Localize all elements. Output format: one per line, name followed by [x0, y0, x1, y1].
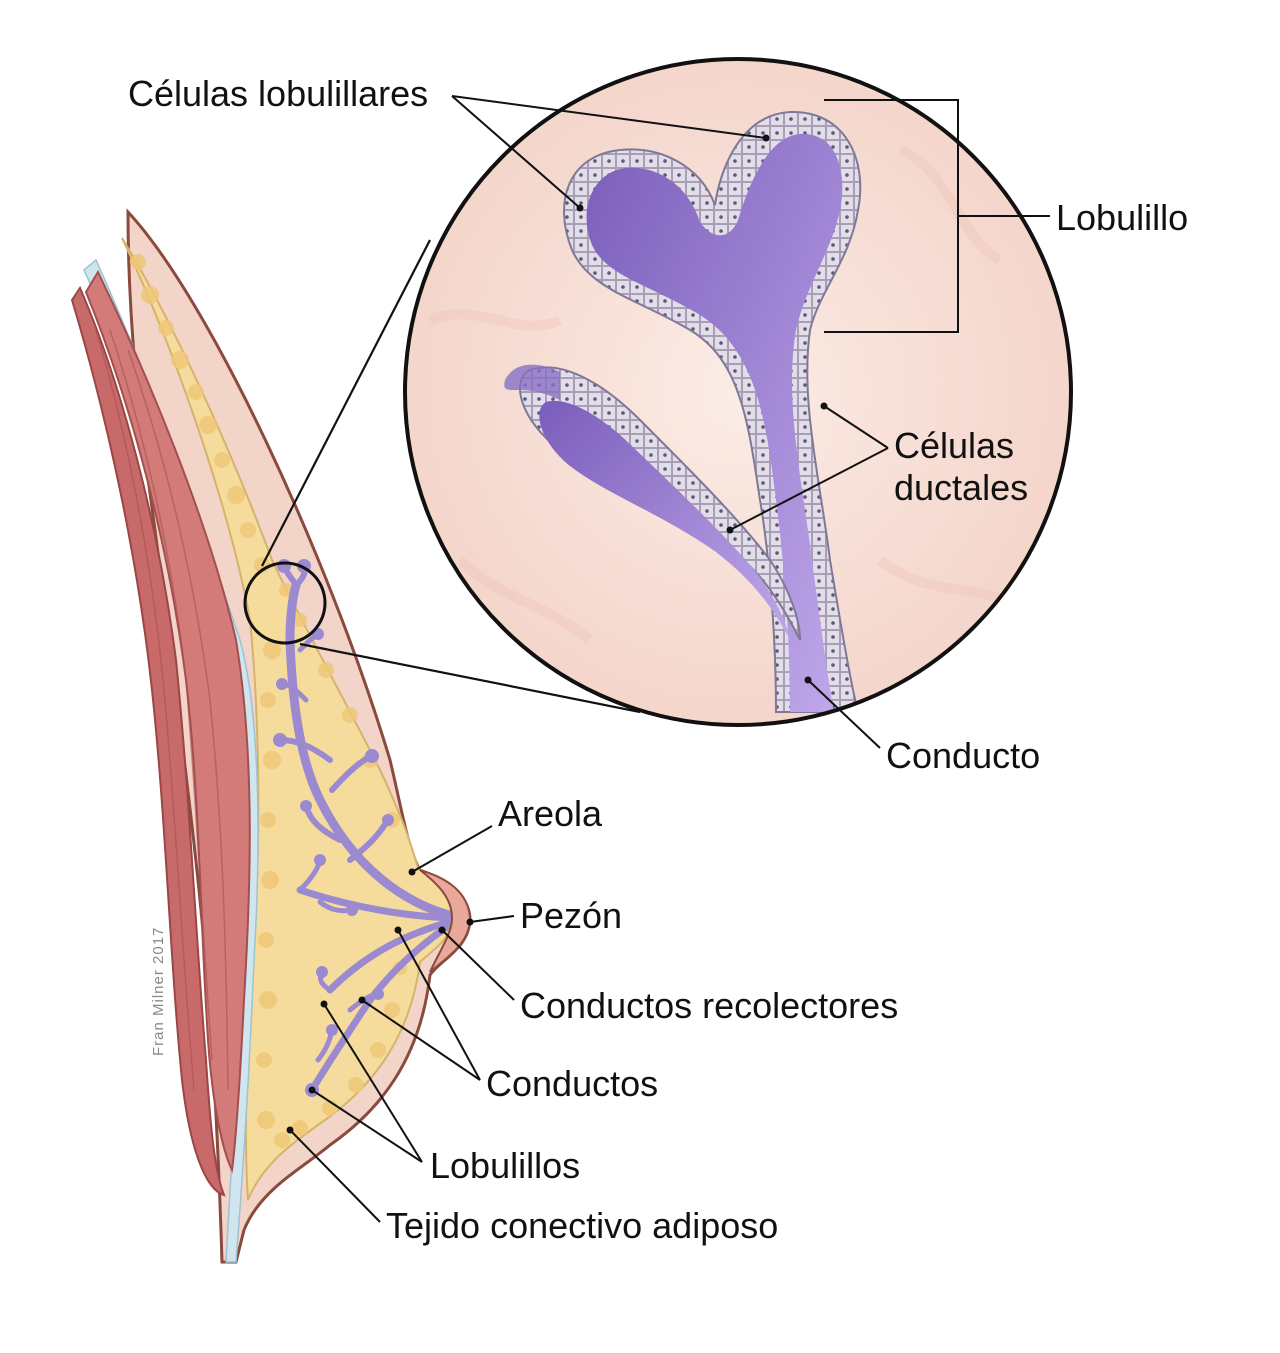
fat-nodules — [130, 254, 407, 1148]
leader-dots — [286, 134, 828, 1134]
magnifier-connector-lines — [261, 239, 641, 714]
label-lobular-cells: Células lobulillares — [128, 73, 429, 114]
label-lobules: Lobulillos — [430, 1145, 581, 1186]
label-lobule: Lobulillo — [1056, 197, 1189, 238]
artist-credit: Fran Milner 2017 — [150, 926, 167, 1056]
leader-lines — [289, 95, 1050, 1223]
pectoral-muscle-outer — [84, 269, 251, 1174]
label-nipple: Pezón — [520, 895, 623, 936]
label-ductal-cells-line1: Células — [894, 425, 1015, 466]
magnified-view — [403, 57, 1073, 727]
label-collecting-ducts: Conductos recolectores — [520, 985, 899, 1026]
label-ductal-cells-line2: ductales — [894, 467, 1029, 508]
label-duct: Conducto — [886, 735, 1041, 776]
breast-cross-section — [70, 208, 472, 1264]
label-adipose-tissue: Tejido conectivo adiposo — [386, 1205, 779, 1246]
lobule-lumen — [586, 133, 843, 713]
pectoral-muscle-inner — [70, 285, 226, 1197]
label-ducts: Conductos — [486, 1063, 659, 1104]
duct-branch-lumen — [539, 400, 790, 640]
muscle-fibers — [95, 329, 229, 1091]
nipple — [419, 869, 472, 973]
magnifier-source-circle — [243, 561, 327, 645]
label-areola: Areola — [498, 793, 603, 834]
